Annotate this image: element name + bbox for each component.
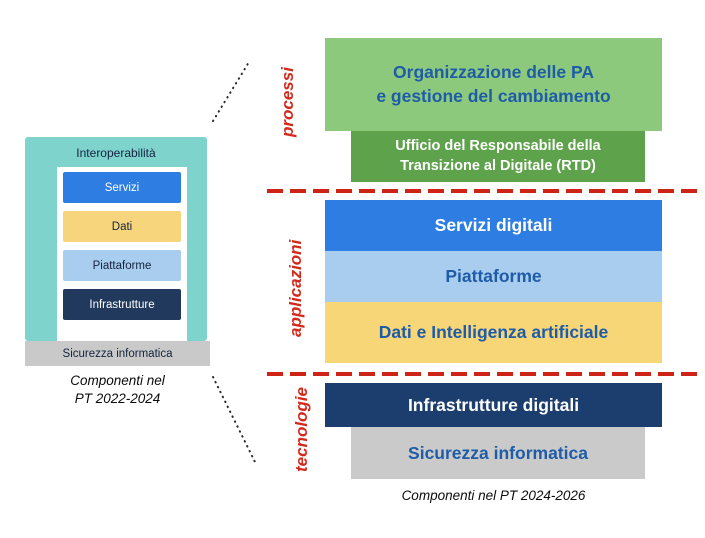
box-rtd-line1: Ufficio del Responsabile della: [395, 137, 601, 154]
pt-2022-caption-line2: PT 2022-2024: [74, 390, 161, 406]
pt-2022-inner-panel: Servizi Dati Piattaforme Infrastrutture: [57, 167, 187, 341]
box-sicurezza-informatica: Sicurezza informatica: [351, 427, 645, 479]
pt-2022-stack: Interoperabilità Servizi Dati Piattaform…: [25, 137, 207, 341]
box-rtd-line2: Transizione al Digitale (RTD): [400, 157, 596, 174]
box-sicurezza-informatica-text: Sicurezza informatica: [408, 442, 588, 463]
box-organizzazione-pa-line2: e gestione del cambiamento: [376, 85, 611, 106]
box-piattaforme: Piattaforme: [325, 251, 662, 302]
connector-line-top: [212, 61, 250, 122]
connector-line-bottom: [212, 376, 257, 465]
layer-piattaforme: Piattaforme: [63, 250, 181, 281]
pt-2024-caption: Componenti nel PT 2024-2026: [401, 488, 586, 503]
box-rtd: Ufficio del Responsabile della Transizio…: [351, 131, 645, 182]
security-band-2022: Sicurezza informatica: [25, 341, 210, 366]
box-dati-intelligenza-artificiale-text: Dati e Intelligenza artificiale: [378, 322, 609, 342]
section-label-applicazioni: applicazioni: [286, 239, 305, 337]
section-label-processi: processi: [278, 67, 297, 137]
box-piattaforme-text: Piattaforme: [445, 266, 542, 286]
layer-servizi: Servizi: [63, 172, 181, 203]
box-dati-intelligenza-artificiale: Dati e Intelligenza artificiale: [325, 302, 662, 363]
section-label-tecnologie: tecnologie: [292, 386, 311, 472]
box-infrastrutture-digitali-text: Infrastrutture digitali: [407, 394, 580, 415]
box-organizzazione-pa-line1: Organizzazione delle PA: [393, 61, 594, 82]
pt-2022-caption-line1: Componenti nel: [70, 373, 165, 388]
pt-2022-caption: Componenti nel PT 2022-2024: [25, 372, 210, 407]
layer-infrastrutture: Infrastrutture: [63, 289, 181, 320]
box-infrastrutture-digitali: Infrastrutture digitali: [325, 383, 662, 427]
box-servizi-digitali: Servizi digitali: [325, 200, 662, 251]
layer-dati: Dati: [63, 211, 181, 242]
interoperability-label: Interoperabilità: [76, 146, 156, 160]
box-organizzazione-pa: Organizzazione delle PA e gestione del c…: [325, 38, 662, 131]
box-servizi-digitali-text: Servizi digitali: [434, 215, 553, 235]
